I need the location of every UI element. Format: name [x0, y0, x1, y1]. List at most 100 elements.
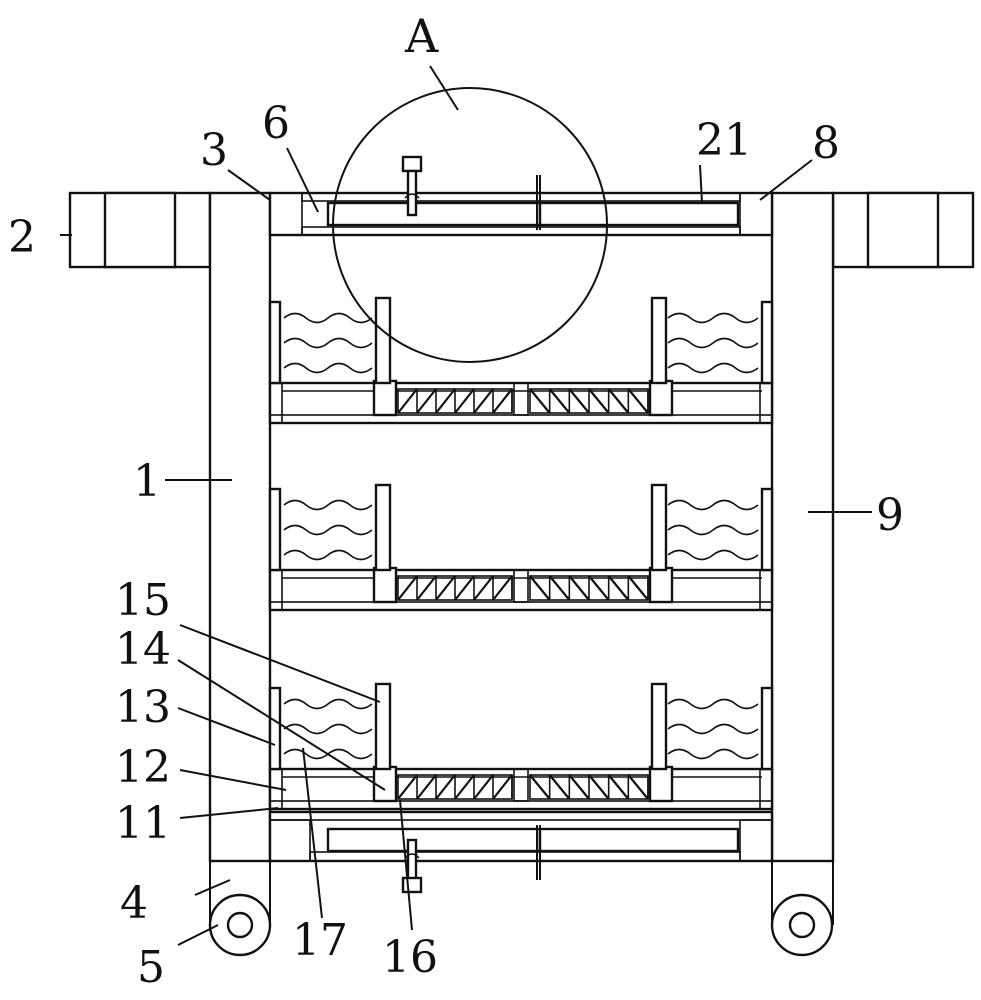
- elastic-wave-left: [283, 362, 373, 374]
- shelf-tier-3: [268, 682, 774, 811]
- clamp-plate-right: [650, 682, 668, 771]
- spring-coil: [627, 388, 649, 414]
- left-leg-caster: [208, 861, 272, 957]
- spring-coil: [568, 774, 590, 800]
- elastic-wave-right: [667, 524, 759, 536]
- label-17: 17: [292, 915, 348, 966]
- spring-coil: [529, 774, 551, 800]
- center-divider: [513, 569, 529, 603]
- label-6: 6: [262, 98, 290, 149]
- label-2: 2: [8, 212, 36, 263]
- bottom-plate: [268, 810, 774, 880]
- clamp-plate-right: [650, 483, 668, 572]
- spring-coil: [607, 388, 630, 414]
- spring-row-left: [397, 388, 513, 414]
- spring-coil: [454, 575, 475, 601]
- label-1: 1: [133, 456, 161, 507]
- shelf-base: [268, 568, 774, 612]
- label-9: 9: [876, 490, 904, 541]
- spring-coil: [627, 774, 649, 800]
- spring-coil: [568, 575, 590, 601]
- elastic-wave-left: [283, 312, 373, 324]
- spring-coil: [473, 774, 494, 800]
- elastic-wave-right: [667, 748, 759, 760]
- shelf-base: [268, 381, 774, 425]
- elastic-wave-right: [667, 337, 759, 349]
- elastic-wave-right: [667, 549, 759, 561]
- spring-coil: [473, 575, 494, 601]
- right-flange: [831, 191, 975, 269]
- spring-coil: [454, 388, 475, 414]
- elastic-wave-left: [283, 337, 373, 349]
- label-8: 8: [812, 118, 840, 169]
- spring-coil: [397, 575, 418, 601]
- spring-coil: [607, 575, 630, 601]
- label-21: 21: [696, 115, 752, 166]
- left-side-wall: [208, 191, 272, 863]
- elastic-wave-left: [283, 723, 373, 735]
- spring-coil: [435, 388, 456, 414]
- top-plate: [268, 175, 774, 237]
- label-13: 13: [115, 682, 171, 733]
- spring-coil: [529, 388, 551, 414]
- label-15: 15: [115, 575, 171, 626]
- spring-coil: [492, 388, 513, 414]
- right-leg-caster: [770, 861, 834, 957]
- spring-coil: [548, 774, 571, 800]
- elastic-wave-left: [283, 549, 373, 561]
- spring-coil: [529, 575, 551, 601]
- label-14: 14: [115, 624, 171, 675]
- slider-block-right: [648, 765, 674, 803]
- clamp-plate-right: [650, 296, 668, 385]
- spring-coil: [454, 774, 475, 800]
- slider-block-right: [648, 379, 674, 417]
- spring-row-right: [529, 388, 649, 414]
- elastic-wave-left: [283, 698, 373, 710]
- spring-row-left: [397, 774, 513, 800]
- elastic-wave-left: [283, 524, 373, 536]
- wall-pad-right: [760, 487, 774, 572]
- spring-coil: [568, 388, 590, 414]
- clamp-plate-left: [374, 296, 392, 385]
- spring-coil: [588, 388, 610, 414]
- labels: A 2 3 6 21 8 1 9 15 14 13 12 11 4 5 17 1…: [8, 9, 904, 993]
- label-4: 4: [120, 878, 148, 929]
- label-5: 5: [137, 942, 165, 993]
- elastic-wave-right: [667, 499, 759, 511]
- spring-coil: [416, 388, 437, 414]
- label-16: 16: [382, 932, 438, 983]
- spring-row-right: [529, 575, 649, 601]
- top-bolt: [401, 155, 423, 217]
- detail-circle-a: [332, 87, 608, 363]
- center-divider: [513, 382, 529, 416]
- shelf-tier-2: [268, 483, 774, 612]
- leader-lines: [60, 65, 872, 946]
- spring-coil: [548, 388, 571, 414]
- clamp-plate-left: [374, 483, 392, 572]
- spring-coil: [473, 388, 494, 414]
- spring-coil: [416, 774, 437, 800]
- spring-coil: [397, 388, 418, 414]
- shelf-tier-1: [268, 296, 774, 425]
- spring-coil: [397, 774, 418, 800]
- elastic-wave-right: [667, 312, 759, 324]
- clamp-plate-left: [374, 682, 392, 771]
- wall-pad-right: [760, 686, 774, 771]
- spring-coil: [588, 774, 610, 800]
- wall-pad-left: [268, 686, 282, 771]
- slider-block-right: [648, 566, 674, 604]
- center-divider: [513, 768, 529, 802]
- spring-coil: [416, 575, 437, 601]
- right-side-wall: [770, 191, 835, 863]
- spring-row-right: [529, 774, 649, 800]
- spring-row-left: [397, 575, 513, 601]
- shelf-base: [268, 767, 774, 811]
- elastic-wave-left: [283, 499, 373, 511]
- spring-coil: [588, 575, 610, 601]
- spring-coil: [627, 575, 649, 601]
- spring-coil: [435, 575, 456, 601]
- slider-block-left: [372, 566, 398, 604]
- label-11: 11: [115, 798, 171, 849]
- spring-coil: [435, 774, 456, 800]
